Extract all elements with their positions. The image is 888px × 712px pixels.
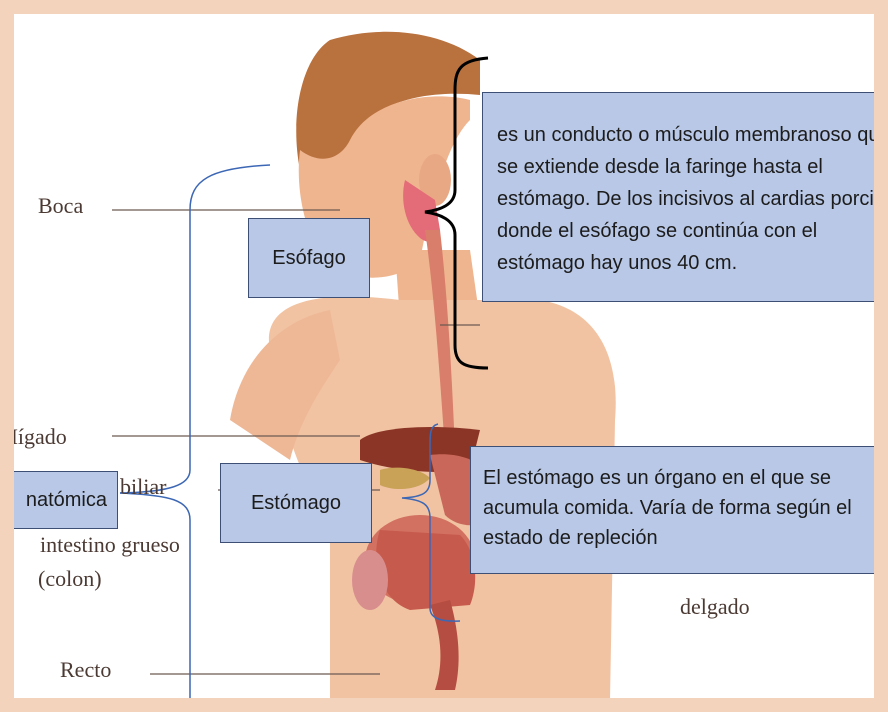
esofago-description-callout: es un conducto o músculo membranoso que … xyxy=(482,92,888,302)
estomago-box-label: Estómago xyxy=(250,492,342,514)
esofago-box-label: Esófago xyxy=(272,247,346,269)
esofago-description-text: es un conducto o músculo membranoso que … xyxy=(497,124,888,274)
label-delgado: delgado xyxy=(680,594,750,619)
estomago-description-text: El estómago es un órgano en el que se ac… xyxy=(483,467,852,549)
label-recto: Recto xyxy=(60,657,112,682)
label-intestino-grueso: intestino grueso xyxy=(40,532,180,557)
anatomy-illustration xyxy=(112,31,616,698)
label-boca: Boca xyxy=(38,193,84,218)
anatomica-box: natómica xyxy=(0,471,118,529)
estomago-description-callout: El estómago es un órgano en el que se ac… xyxy=(470,446,888,574)
estomago-box: Estómago xyxy=(220,463,372,543)
label-colon: (colon) xyxy=(38,566,102,591)
label-higado: Hígado xyxy=(2,424,67,449)
esofago-box: Esófago xyxy=(248,218,370,298)
label-biliar: biliar xyxy=(120,474,167,499)
anatomica-box-label: natómica xyxy=(25,489,107,511)
